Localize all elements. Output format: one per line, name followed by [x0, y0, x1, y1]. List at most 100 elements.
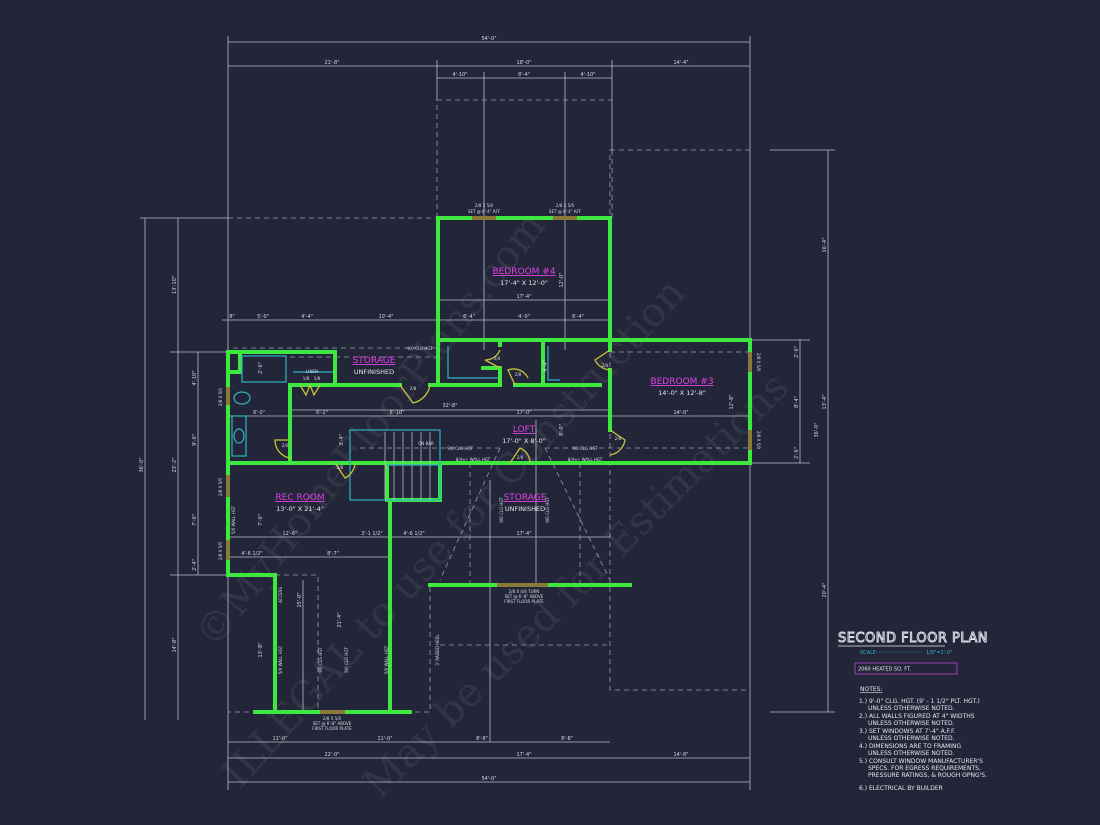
note-line: 6.) ELECTRICAL BY BUILDER: [859, 785, 943, 792]
dim-interior: 4'-6 1/2": [241, 551, 262, 557]
room-name-rec-room: REC ROOM: [275, 493, 324, 503]
door-size-label: 1/8: [303, 376, 310, 381]
dim-left: 4'-10": [192, 370, 198, 385]
note-line: 2.) ALL WALLS FIGURED AT 4" WIDTHS: [859, 713, 975, 720]
dim-left: 23'-2": [172, 457, 178, 472]
bathtub: [241, 355, 287, 383]
dim-interior: 14'-0": [673, 410, 688, 416]
dim-right: 2'-6": [794, 447, 800, 459]
title-block: SECOND FLOOR PLAN SCALE 1/8"=1'-0" 2060 …: [838, 631, 988, 792]
wall-height-label: 5/0 WALL HGT: [231, 505, 236, 534]
door-size-label: 2/8: [410, 386, 417, 391]
dim-interior: 4'-4": [301, 314, 313, 320]
dim-left: 14'-8": [172, 637, 178, 652]
dim-left: 2'-4": [192, 559, 198, 571]
door-rec: [334, 462, 356, 479]
door-storage: [399, 384, 431, 404]
dim-right: 13'-4": [822, 394, 828, 409]
door-bed4: [507, 368, 529, 386]
ceiling-height-label: 9/0 CLG HGT: [447, 446, 473, 451]
dim-top: 18'-0": [516, 60, 531, 66]
note-line: 1.) 9'-0" CLG. HGT. (9' - 1 1/2" PLT. HG…: [859, 698, 980, 705]
door-loft-storage: [509, 447, 531, 464]
dim-bottom: 14'-8": [673, 752, 688, 758]
dim-interior: 3'-1 1/2": [361, 531, 382, 537]
door-size-label: 2/4: [602, 363, 609, 368]
room-name-bedroom4: BEDROOM #4: [492, 267, 555, 277]
dim-top: 54'-0": [481, 36, 496, 42]
room-size-rec-room: 13'-0" X 21'-4": [276, 505, 324, 513]
scale-value: 1/8"=1'-0": [926, 650, 952, 656]
heated-area-box: [854, 662, 958, 675]
room-labels: BEDROOM #4 17'-4" X 12'-0" BEDROOM #3 14…: [275, 267, 713, 513]
window-label: 2/8 X 5/0: [323, 716, 342, 721]
door-size-label: 2/8: [615, 436, 622, 441]
door-size-label: 2/4: [494, 356, 501, 361]
note-line: UNLESS OTHERWISE NOTED.: [868, 720, 955, 727]
dim-interior: 2'-6": [258, 362, 264, 374]
drawing-title: SECOND FLOOR PLAN: [838, 631, 988, 646]
dim-left: 36'-0": [139, 457, 145, 472]
dim-top: 4'-10": [580, 72, 595, 78]
dim-bottom: 8'-8": [561, 736, 573, 742]
ceiling-height-label: 9/0 CLG HGT: [499, 497, 504, 523]
note-line: SPECS. FOR EGRESS REQUIREMENTS,: [868, 765, 981, 772]
dim-interior: 6'-0": [253, 410, 265, 416]
dim-bottom: 54'-0": [481, 776, 496, 782]
stair-treads: [384, 432, 440, 500]
door-closet-bed3: [594, 349, 611, 371]
wall-height-label: 8/4+/- WALL HGT: [568, 457, 603, 462]
room-size-bedroom4: 17'-4" X 12'-0": [500, 279, 548, 287]
raised-heel-label: 3' RAISED HEEL: [435, 634, 440, 666]
dim-interior: 13'-8": [258, 642, 264, 657]
walls: [226, 216, 752, 714]
window-label: 2/8 X 5/0: [475, 203, 494, 208]
room-name-storage-upper: STORAGE: [353, 356, 396, 366]
dim-interior: 17'-4": [516, 531, 531, 537]
dim-left: 7'-0": [192, 514, 198, 526]
room-size-bedroom3: 14'-0" X 12'-8": [658, 389, 706, 397]
dim-interior: 12'-8": [729, 394, 735, 409]
window-set-label: SET @ 6'-8" ABOVE: [505, 594, 544, 599]
room-name-storage-lower: STORAGE: [504, 493, 547, 503]
door-closet-bed4: [484, 349, 501, 369]
note-line: PRESSURE RATINGS, & ROUGH OPNG'S.: [868, 772, 987, 779]
dim-bottom: 11'-0": [272, 736, 287, 742]
notes-heading: NOTES:: [860, 686, 883, 693]
door-size-label: 2/8: [337, 465, 344, 470]
dimension-labels: 54'-0" 21'-8" 18'-0" 14'-4" 4'-10" 8'-4"…: [139, 36, 828, 782]
sink: [233, 428, 245, 444]
window-label: 2/8 X 5/0: [556, 203, 575, 208]
dim-top: 4'-10": [452, 72, 467, 78]
room-name-loft: LOFT: [513, 425, 536, 435]
dim-interior: 6'-4": [572, 314, 584, 320]
window-label: 2/8 X 5/0: [756, 353, 761, 372]
dim-bottom: 8'-8": [476, 736, 488, 742]
room-size-loft: 17'-0" X 8'-0": [502, 437, 546, 445]
ceiling-height-label: 9/0 CLG HGT: [344, 647, 349, 673]
annotations: 2/8 X 5/0 SET @ 8'-4" AFF 2/8 X 5/0 SET …: [218, 203, 761, 731]
wall-height-label: 8/4+/- WALL HGT: [456, 457, 491, 462]
dim-interior: 8": [229, 314, 234, 320]
window-label: 2/8 X 5/0: [756, 431, 761, 450]
window-set-label: SET @ 8'-4" AFF: [468, 209, 501, 214]
dim-right: 20'-4": [822, 582, 828, 597]
vanity: [231, 415, 247, 457]
dim-interior: 17'-4": [516, 294, 531, 300]
window-set-label: SET @ 6'-8" ABOVE: [313, 721, 352, 726]
room-note-storage-upper: UNFINISHED: [354, 368, 394, 376]
wall-height-label: 5/0 WALL HGT: [278, 645, 283, 674]
ceiling-height-label: 9/0 CLG HGT: [572, 446, 598, 451]
heated-area: 2060 HEATED SQ. FT.: [858, 667, 911, 673]
note-line: UNLESS OTHERWISE NOTED.: [868, 735, 955, 742]
dim-top: 8'-4": [518, 72, 530, 78]
dim-interior: 4'-6 1/2": [403, 531, 424, 537]
dim-interior: 32'-8": [442, 403, 457, 409]
dim-interior: 4'-0": [518, 314, 530, 320]
dim-left: 13'-10": [172, 276, 178, 294]
dim-top: 14'-4": [673, 60, 688, 66]
doors: [274, 349, 626, 479]
on-bar-label: ON BAR: [418, 441, 434, 446]
door-bed3: [609, 429, 626, 456]
